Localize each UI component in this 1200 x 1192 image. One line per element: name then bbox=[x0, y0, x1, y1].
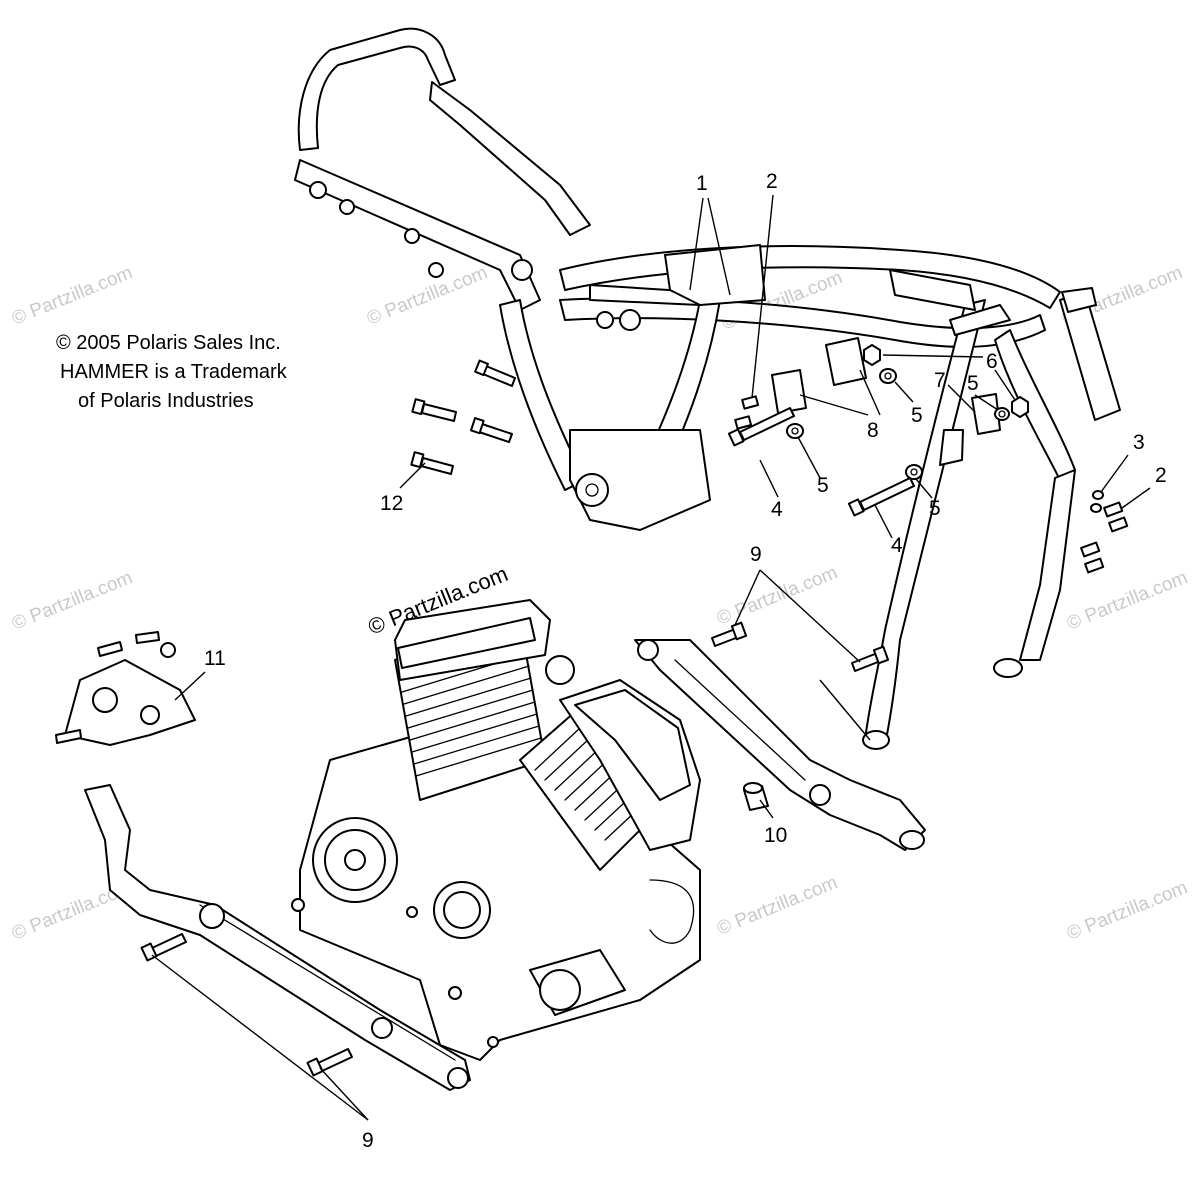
copyright-line-1: © 2005 Polaris Sales Inc. bbox=[56, 332, 281, 354]
motorcycle-frame bbox=[294, 27, 1121, 750]
leader-lines bbox=[151, 194, 1151, 1121]
lower-frame-rail bbox=[84, 784, 471, 1091]
watermark: © Partzilla.com bbox=[9, 567, 136, 634]
callout-5: 5 bbox=[817, 474, 829, 497]
copyright-block: © 2005 Polaris Sales Inc. HAMMER is a Tr… bbox=[56, 332, 288, 412]
watermark: © Partzilla.com bbox=[1064, 567, 1191, 634]
callout-10: 10 bbox=[764, 824, 787, 847]
callout-2: 2 bbox=[1155, 464, 1167, 487]
callout-1: 1 bbox=[696, 172, 708, 195]
engine-assembly bbox=[291, 599, 701, 1061]
callout-6: 6 bbox=[986, 350, 998, 373]
engine-mount-plates bbox=[771, 337, 1001, 466]
watermark: © Partzilla.com bbox=[714, 872, 841, 939]
callout-11: 11 bbox=[204, 647, 226, 670]
callout-3: 3 bbox=[1133, 431, 1145, 454]
callout-9: 9 bbox=[750, 543, 762, 566]
callout-9: 9 bbox=[362, 1129, 374, 1152]
shift-linkage bbox=[55, 631, 196, 746]
copyright-line-3: of Polaris Industries bbox=[78, 390, 254, 412]
copyright-line-2: HAMMER is a Trademark bbox=[60, 361, 288, 383]
watermark: © Partzilla.com bbox=[1064, 877, 1191, 944]
watermark: © Partzilla.com bbox=[9, 262, 136, 329]
callout-5: 5 bbox=[929, 497, 941, 520]
watermark: © Partzilla.com bbox=[364, 262, 491, 329]
callout-5: 5 bbox=[911, 404, 923, 427]
callout-2: 2 bbox=[766, 170, 778, 193]
callout-5: 5 bbox=[967, 372, 979, 395]
callout-7: 7 bbox=[934, 369, 946, 392]
callout-4: 4 bbox=[891, 534, 903, 557]
callout-labels: 1 2 2 3 4 4 5 5 5 5 6 7 8 9 9 10 11 12 bbox=[204, 170, 1167, 1152]
watermark: © Partzilla.com bbox=[714, 562, 841, 629]
callout-4: 4 bbox=[771, 498, 783, 521]
callout-12: 12 bbox=[380, 492, 403, 515]
fasteners bbox=[140, 344, 1129, 1077]
front-mount-bar bbox=[634, 639, 926, 851]
callout-8: 8 bbox=[867, 419, 879, 442]
